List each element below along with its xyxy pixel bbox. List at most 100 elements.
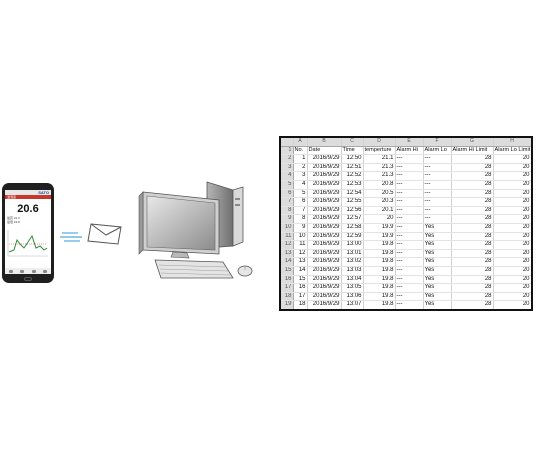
table-cell[interactable]: 28 [451,171,494,181]
table-cell[interactable]: --- [423,214,452,224]
table-cell[interactable]: 28 [451,240,494,250]
table-cell[interactable]: 12:53 [341,180,364,190]
table-cell[interactable]: 8 [293,214,308,224]
table-cell[interactable]: --- [423,163,452,173]
table-cell[interactable]: 20 [493,180,531,190]
row-number[interactable]: 16 [281,275,294,285]
table-cell[interactable]: --- [395,300,424,309]
column-letter-g[interactable]: G [451,138,494,147]
table-cell[interactable]: 10 [293,232,308,242]
table-cell[interactable]: 20 [493,154,531,164]
table-cell[interactable]: 20 [493,214,531,224]
table-cell[interactable]: 20 [493,206,531,216]
table-cell[interactable]: 2016/9/29 [307,266,342,276]
table-cell[interactable]: --- [395,257,424,267]
table-cell[interactable]: 13:08 [341,309,363,311]
table-cell[interactable]: 20 [363,214,396,224]
table-cell[interactable]: 20 [493,266,531,276]
table-cell[interactable]: --- [423,180,452,190]
table-cell[interactable]: Yes [423,257,452,267]
table-cell[interactable]: 20 [493,163,531,173]
table-cell[interactable]: 19.9 [363,232,396,242]
table-cell[interactable]: 12:51 [341,163,364,173]
table-cell[interactable]: 2016/9/29 [307,223,342,233]
table-cell[interactable]: 21.1 [363,154,396,164]
table-cell[interactable]: Yes [423,283,452,293]
table-cell[interactable]: Yes [423,266,452,276]
table-cell[interactable]: 13:07 [341,300,364,309]
table-cell[interactable]: --- [423,171,452,181]
table-cell[interactable]: 2016/9/29 [307,197,342,207]
table-cell[interactable]: 19.8 [363,249,396,259]
table-cell[interactable]: 2016/9/29 [307,300,342,309]
table-cell[interactable]: 19.8 [363,257,396,267]
row-number[interactable]: 2 [281,154,294,164]
table-cell[interactable]: 28 [451,292,494,302]
table-cell[interactable]: Yes [423,292,452,302]
table-cell[interactable]: 20 [493,292,531,302]
row-number[interactable]: 13 [281,249,294,259]
table-cell[interactable]: 2016/9/29 [307,257,342,267]
table-cell[interactable]: --- [395,154,424,164]
table-cell[interactable]: 19.8 [363,275,396,285]
row-number[interactable]: 15 [281,266,294,276]
table-cell[interactable]: 20.3 [363,197,396,207]
header-cell[interactable]: Date [307,146,342,156]
table-cell[interactable]: 18 [293,300,308,309]
table-cell[interactable]: 20 [493,249,531,259]
table-cell[interactable]: 12:50 [341,154,364,164]
table-cell[interactable]: 20.1 [363,206,396,216]
table-cell[interactable]: 12 [293,249,308,259]
row-number[interactable]: 11 [281,232,294,242]
table-cell[interactable]: 28 [451,300,494,309]
row-number[interactable]: 10 [281,223,294,233]
table-cell[interactable]: 2016/9/29 [307,189,342,199]
table-cell[interactable]: 21.3 [363,163,396,173]
table-cell[interactable]: 28 [451,154,494,164]
table-cell[interactable]: 20 [493,232,531,242]
table-cell[interactable]: 28 [451,283,494,293]
table-cell[interactable]: 28 [451,163,494,173]
table-cell[interactable]: 13:02 [341,257,364,267]
row-number[interactable]: 9 [281,214,294,224]
row-number[interactable]: 8 [281,206,294,216]
column-letter-e[interactable]: E [395,138,424,147]
table-cell[interactable]: 20 [493,171,531,181]
header-cell[interactable]: Alarm Hi Limit [451,146,494,156]
table-cell[interactable]: 9 [293,223,308,233]
table-cell[interactable]: 28 [451,257,494,267]
header-cell[interactable]: temperture [363,146,396,156]
table-cell[interactable]: 28 [451,309,493,311]
table-cell[interactable]: 19.9 [363,309,395,311]
row-number[interactable]: 18 [281,292,294,302]
table-cell[interactable]: 28 [451,232,494,242]
table-cell[interactable]: --- [395,223,424,233]
table-cell[interactable]: 28 [451,180,494,190]
table-cell[interactable]: --- [395,197,424,207]
table-cell[interactable]: --- [395,163,424,173]
table-cell[interactable]: 11 [293,240,308,250]
table-cell[interactable]: 2016/9/29 [307,249,342,259]
table-cell[interactable]: 20 [493,275,531,285]
header-cell[interactable]: Alarm Lo Limit [493,146,531,156]
row-number[interactable]: 20 [281,309,293,311]
table-cell[interactable]: 2016/9/29 [307,240,342,250]
table-cell[interactable]: 13:00 [341,240,364,250]
row-number[interactable]: 14 [281,257,294,267]
table-cell[interactable]: 20.5 [363,189,396,199]
table-cell[interactable]: --- [395,240,424,250]
table-cell[interactable]: 19.9 [363,223,396,233]
table-cell[interactable]: --- [395,171,424,181]
table-cell[interactable]: 21.3 [363,171,396,181]
column-letter-h[interactable]: H [493,138,531,147]
table-cell[interactable]: 19 [293,309,307,311]
table-cell[interactable]: 12:52 [341,171,364,181]
table-cell[interactable]: 28 [451,249,494,259]
table-cell[interactable]: 20 [493,240,531,250]
table-cell[interactable]: 28 [451,206,494,216]
table-cell[interactable]: 2016/9/29 [307,163,342,173]
row-number[interactable]: 17 [281,283,294,293]
table-cell[interactable]: --- [423,189,452,199]
row-number[interactable]: 7 [281,197,294,207]
table-cell[interactable]: 7 [293,206,308,216]
